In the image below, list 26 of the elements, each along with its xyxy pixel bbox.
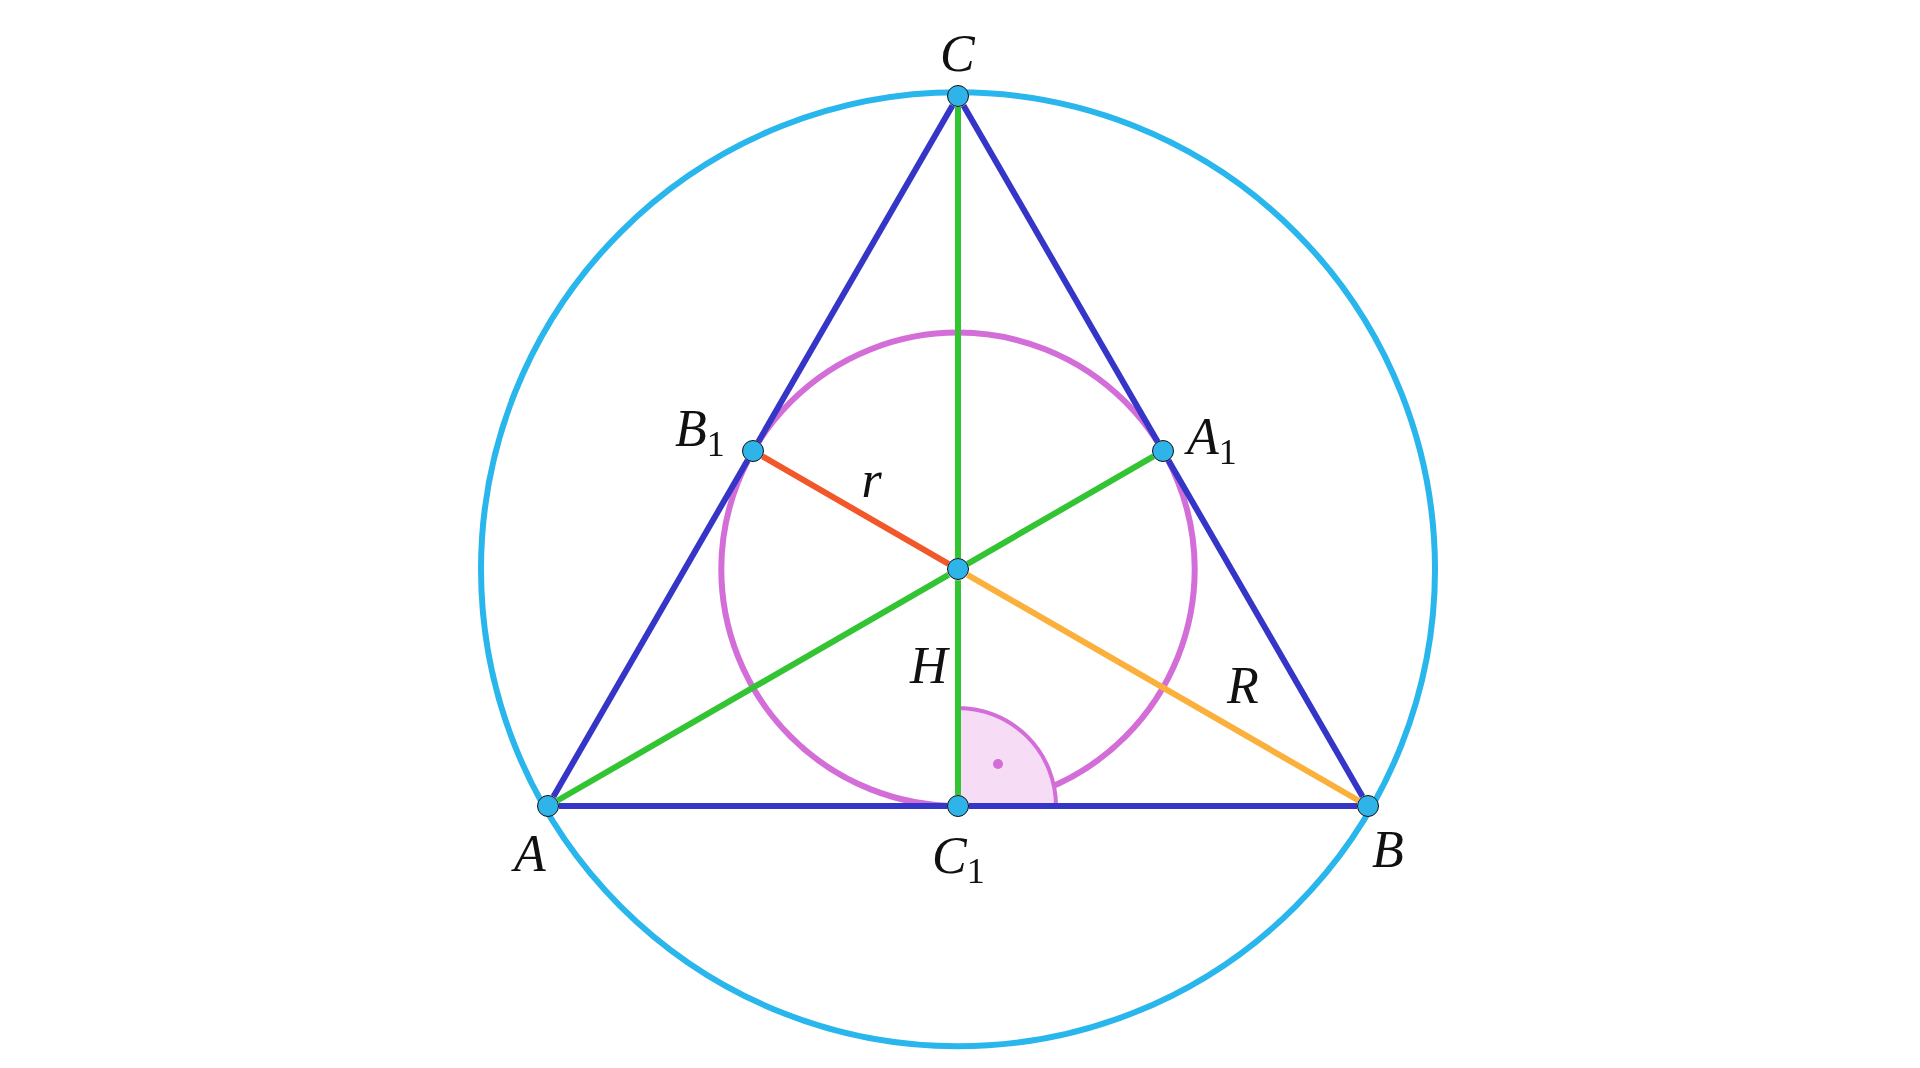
line-segment: [960, 103, 1161, 443]
point-dot: [742, 439, 764, 462]
point-dot: [537, 795, 559, 817]
point-label: B: [1372, 824, 1404, 876]
point-label: C: [940, 27, 975, 80]
line-segment: [966, 572, 1360, 804]
line-segment: [550, 458, 751, 798]
line-segment: [755, 103, 956, 443]
point-dot: [947, 84, 969, 107]
line-segment: [1165, 458, 1366, 798]
line-segment: [969, 803, 1357, 809]
line-segment: [955, 580, 961, 795]
point-dot: [1152, 439, 1174, 462]
line-segment: [556, 572, 950, 804]
point-dot: [947, 795, 969, 817]
point-label: C$_{1}$: [932, 830, 985, 889]
segment-label: H: [910, 639, 948, 692]
line-segment: [955, 106, 961, 559]
line-segment: [559, 803, 947, 809]
point-dot: [947, 558, 969, 581]
line-segment: [761, 453, 950, 567]
point-dot: [1357, 795, 1379, 817]
segment-label: r: [861, 454, 882, 507]
line-segment: [966, 453, 1155, 567]
point-label: B$_{1}$: [675, 402, 725, 462]
segment-label: R: [1227, 659, 1259, 712]
